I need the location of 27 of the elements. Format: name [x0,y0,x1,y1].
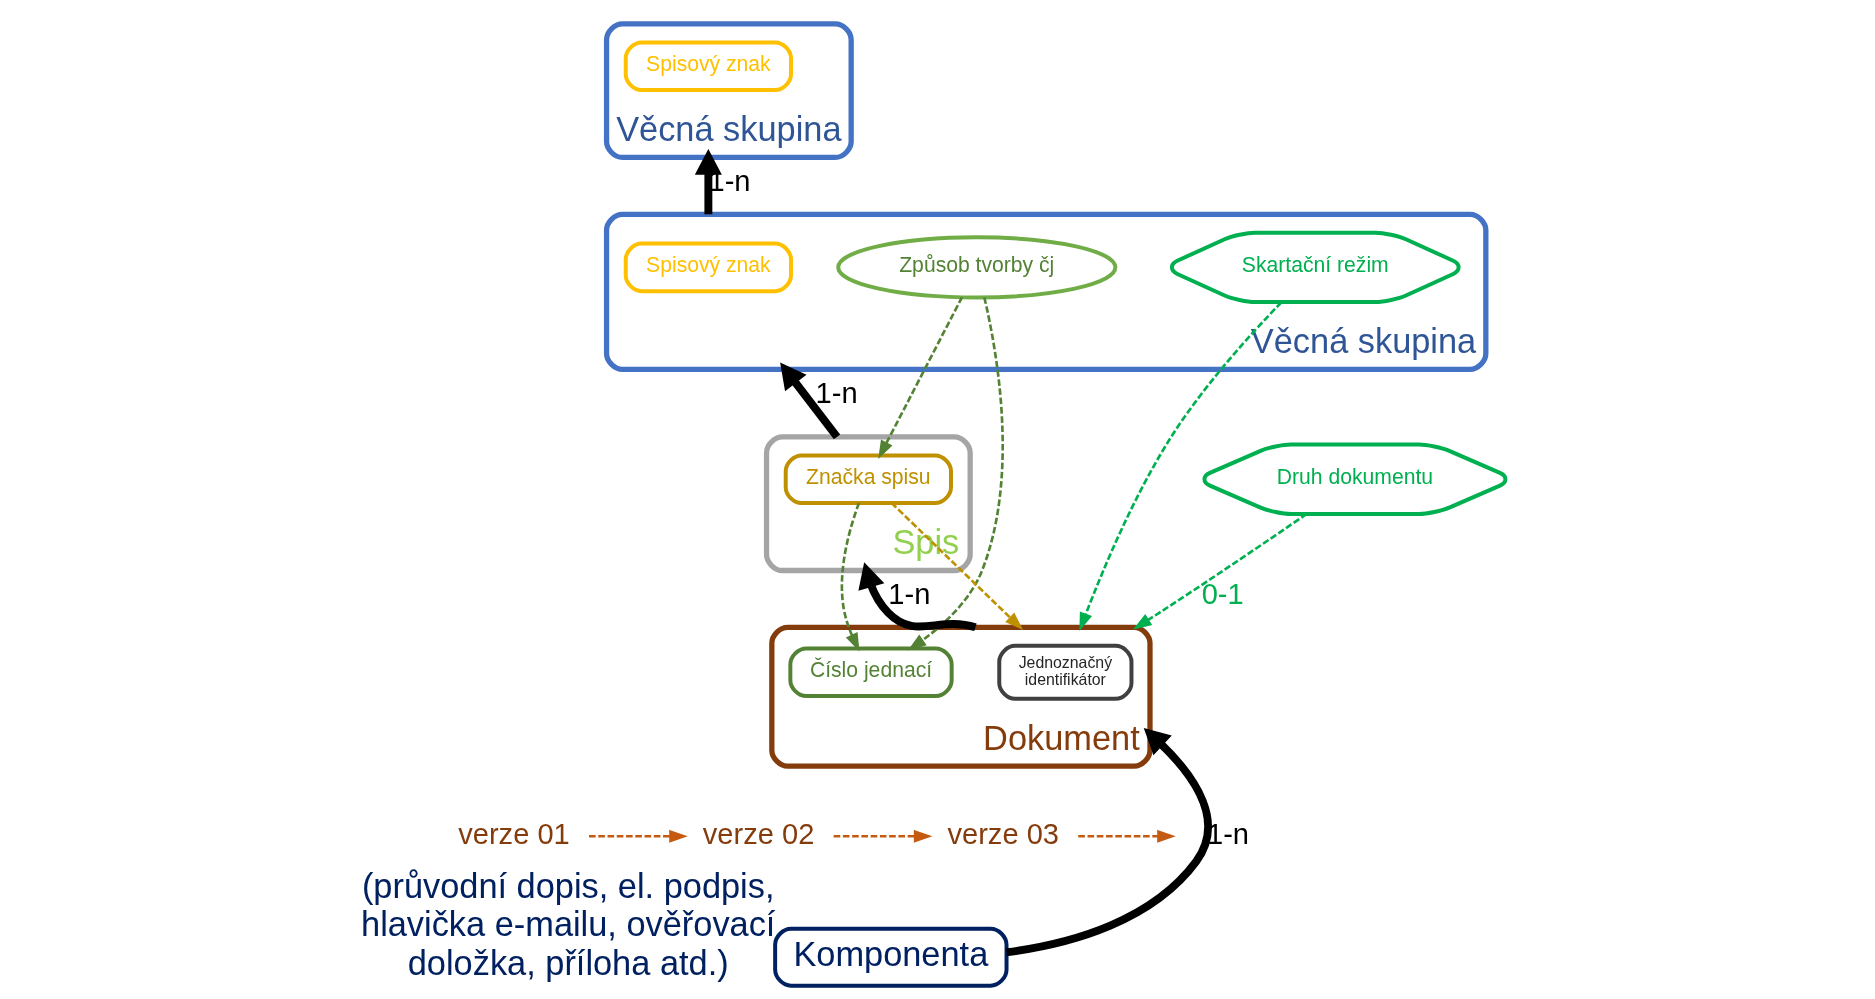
edge-label: 0-1 [1201,578,1244,611]
node-box: Číslo jednací [787,646,954,699]
node-box: Spisový znak [623,40,793,92]
node-text: verze 02 [702,817,814,850]
arrow [1005,727,1212,957]
arrow [840,502,860,652]
node-box: Jednoznačný identifikátor [996,643,1133,701]
node-box: Komponenta [772,926,1008,988]
node-text: verze 01 [457,817,570,850]
arrow [779,362,840,440]
edge-label: 1-n [815,377,858,410]
node-text: verze 03 [946,817,1059,850]
arrow [877,296,963,459]
arrow [907,297,1004,651]
arrow [588,829,688,843]
node-ellipse: Způsob tvorby čj [835,235,1117,300]
arrow [1077,829,1176,843]
edge-label: 1-n [887,578,930,611]
arrow [890,502,1023,631]
node-label: (průvodní dopis, el. podpis, hlavička e-mailu, ověřovací doložka, příloha atd.) [360,867,775,982]
arrow [833,829,932,843]
node-ellipse: Skartační režim [1169,230,1461,305]
arrow [1078,301,1282,632]
node-ellipse: Druh dokumentu [1201,442,1507,516]
node-box: Značka spisu [783,453,953,506]
node-box: Spisový znak [623,241,793,294]
arrow [857,562,976,632]
